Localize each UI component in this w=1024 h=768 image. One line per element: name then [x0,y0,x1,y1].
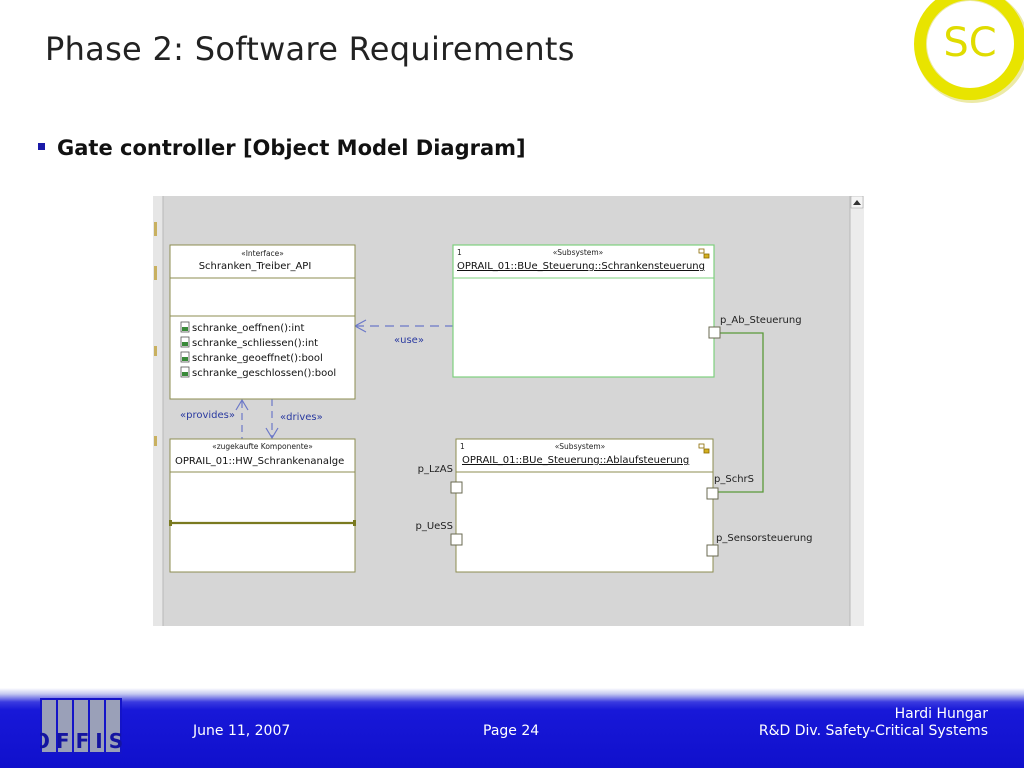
port-ab-steuerung[interactable] [708,326,721,339]
port-sensorsteuerung-label: p_Sensorsteuerung [716,533,813,544]
drives-label: «drives» [280,412,323,423]
subsystem-ablaufsteuerung[interactable]: 1 «Subsystem» OPRAIL_01::BUe_Steuerung::… [415,438,813,573]
footer-page: Page 24 [483,723,540,739]
component-stereotype: «zugekaufte Komponente» [212,442,313,451]
use-label: «use» [394,335,424,346]
subsystem-icon [698,248,710,259]
bullet-text: Gate controller [Object Model Diagram] [57,136,526,160]
operation-4: schranke_geschlossen():bool [192,368,336,379]
provides-label: «provides» [180,410,235,421]
port-sensorsteuerung[interactable] [706,544,719,557]
vertical-scrollbar[interactable] [850,196,864,626]
bullet-item: Gate controller [Object Model Diagram] [38,136,526,160]
port-uess[interactable] [450,533,463,546]
object-model-diagram: «use» «provides» «drives» «Interface» Sc… [153,196,864,626]
subsystem-schrankensteuerung[interactable]: 1 «Subsystem» OPRAIL_01::BUe_Steuerung::… [452,244,802,378]
logo-text: SC [943,20,996,66]
offis-logo-text: OFFIS [40,729,122,753]
subsystem-icon [698,443,710,454]
port-link [718,332,764,493]
operation-2: schranke_schliessen():int [192,338,318,349]
component-box[interactable]: «zugekaufte Komponente» OPRAIL_01::HW_Sc… [169,438,356,573]
component-name: OPRAIL_01::HW_Schrankenanalge [175,456,344,467]
subsystem-bottom-name: OPRAIL_01::BUe_Steuerung::Ablaufsteuerun… [462,455,689,466]
slide-title: Phase 2: Software Requirements [45,30,575,68]
operation-1: schranke_oeffnen():int [192,323,304,334]
footer-bar [0,688,1024,768]
port-schrs-label: p_SchrS [714,474,754,485]
subsystem-top-name: OPRAIL_01::BUe_Steuerung::Schrankensteue… [457,261,705,272]
footer-date: June 11, 2007 [193,723,291,739]
sc-logo: SC [914,0,1024,103]
port-ab-steuerung-label: p_Ab_Steuerung [720,315,802,326]
bullet-square-icon [38,142,45,150]
offis-logo: OFFIS [40,698,122,754]
interface-stereotype: «Interface» [241,249,284,258]
port-lzas-label: p_LzAS [418,464,453,475]
left-strip [153,196,163,626]
interface-box[interactable]: «Interface» Schranken_Treiber_API schran… [169,244,356,400]
port-schrs[interactable] [706,487,719,500]
port-lzas[interactable] [450,481,463,494]
footer-division: R&D Div. Safety-Critical Systems [758,723,988,739]
subsystem-top-multiplicity: 1 [457,248,462,257]
operation-3: schranke_geoeffnet():bool [192,353,323,364]
port-uess-label: p_UeSS [415,521,453,532]
subsystem-bottom-multiplicity: 1 [460,442,465,451]
subsystem-top-stereotype: «Subsystem» [553,248,604,257]
footer-author: Hardi Hungar [894,706,988,722]
subsystem-bottom-stereotype: «Subsystem» [555,442,606,451]
interface-name: Schranken_Treiber_API [199,261,312,272]
